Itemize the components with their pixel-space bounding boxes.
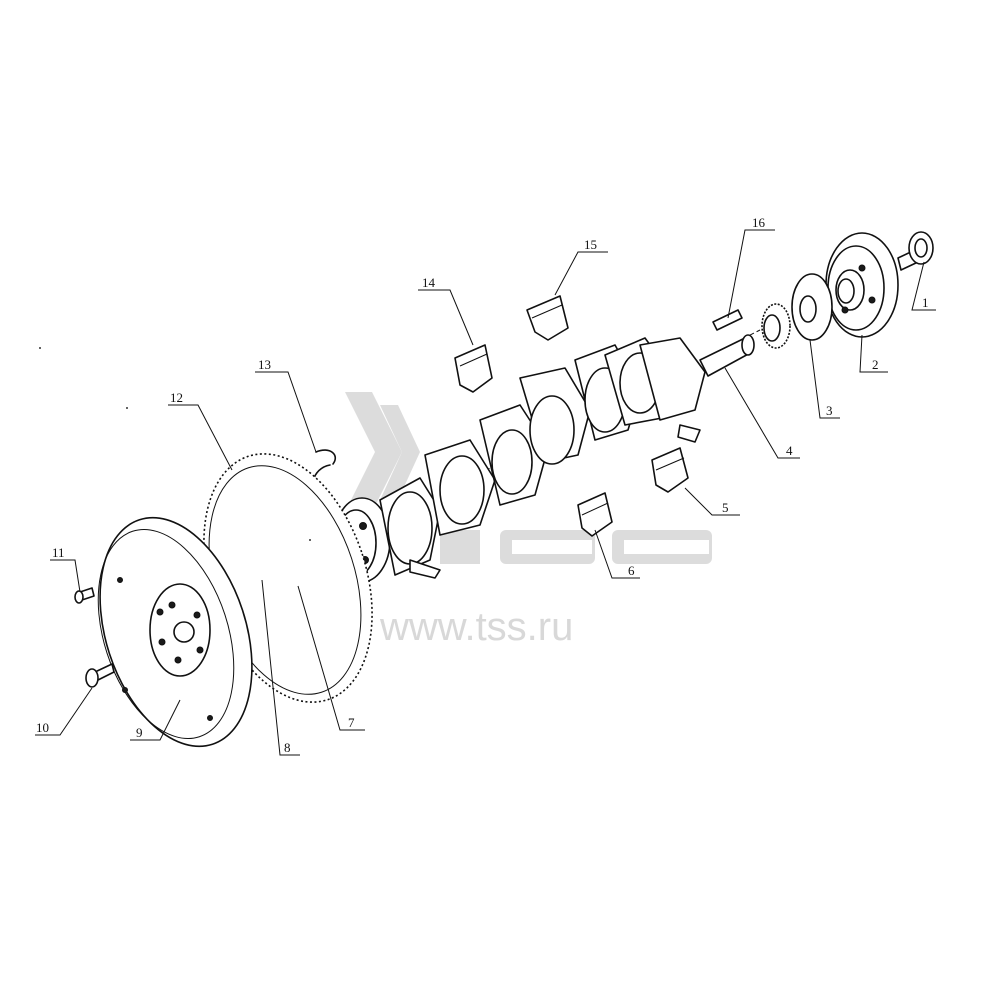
callout-16: 16 — [752, 215, 766, 230]
callout-7: 7 — [348, 715, 355, 730]
callout-1: 1 — [922, 295, 929, 310]
crankshaft — [333, 329, 761, 583]
part-5-bearing-shell — [651, 447, 689, 493]
part-2-pulley — [825, 232, 899, 338]
part-9-flywheel — [97, 516, 253, 748]
callout-10: 10 — [36, 720, 49, 735]
callout-11: 11 — [52, 545, 65, 560]
part-15-bearing-shell — [526, 295, 569, 341]
callout-4: 4 — [786, 443, 793, 458]
leader-lines — [35, 229, 936, 756]
callout-14: 14 — [422, 275, 436, 290]
callout-labels: 1 2 3 4 5 6 7 8 9 10 11 12 13 14 15 16 — [36, 215, 929, 755]
callout-15: 15 — [584, 237, 597, 252]
part-16-key — [712, 309, 743, 331]
part-3-washer — [791, 273, 833, 341]
callout-2: 2 — [872, 357, 879, 372]
callout-9: 9 — [136, 725, 143, 740]
watermark-logo — [345, 392, 712, 564]
callout-6: 6 — [628, 563, 635, 578]
callout-5: 5 — [722, 500, 729, 515]
part-1-bolt — [897, 231, 934, 271]
part-11-bolt — [74, 587, 95, 604]
watermark: www.tss.ru — [345, 392, 712, 649]
callout-13: 13 — [258, 357, 271, 372]
scan-specks — [39, 347, 311, 541]
callout-3: 3 — [826, 403, 833, 418]
callout-8: 8 — [284, 740, 291, 755]
part-6-bearing-shell — [577, 492, 613, 537]
part-14-bearing-shell — [454, 344, 493, 393]
timing-gear — [761, 303, 791, 349]
callout-12: 12 — [170, 390, 183, 405]
part-10-bolt — [85, 663, 115, 688]
watermark-url: www.tss.ru — [379, 605, 573, 649]
